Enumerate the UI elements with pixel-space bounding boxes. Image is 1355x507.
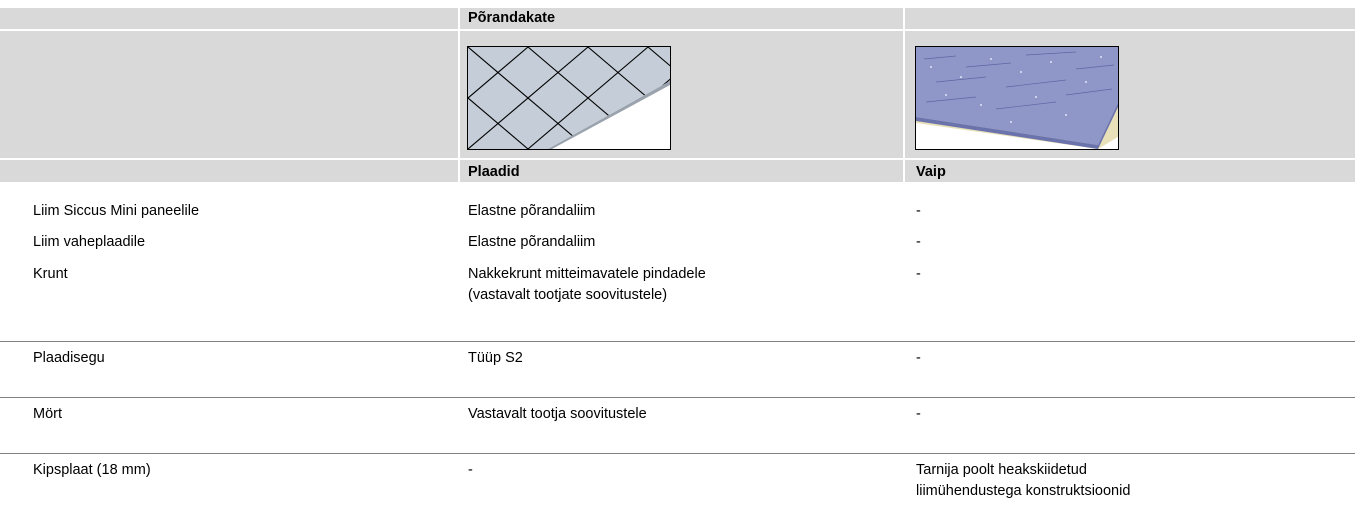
- header-column-row: Plaadid Vaip: [0, 160, 1355, 182]
- carpet-floor-illustration: [916, 47, 1118, 149]
- row-label: Liim vaheplaadile: [33, 234, 146, 250]
- row-label: Kipsplaat (18 mm): [33, 462, 151, 478]
- tiles-value: Vastavalt tootja soovitustele: [468, 406, 647, 422]
- row-divider: [0, 341, 1355, 342]
- table-row: Krunt Nakkekrunt mitteimavatele pindadel…: [0, 265, 1355, 325]
- row-label: Mört: [33, 406, 62, 422]
- header-empty-cell: [0, 8, 458, 29]
- carpet-value: -: [916, 350, 921, 366]
- column-header-tiles: Plaadid: [460, 160, 903, 182]
- table-row: Liim Siccus Mini paneelile Elastne põran…: [0, 202, 1355, 226]
- row-divider: [0, 453, 1355, 454]
- carpet-value: -: [916, 266, 921, 282]
- table-row: Plaadisegu Tüüp S2 -: [0, 349, 1355, 389]
- header-group-label: Põrandakate: [460, 8, 903, 29]
- tiles-value-line: Nakkekrunt mitteimavatele pindadele: [468, 266, 706, 282]
- tiles-value: Elastne põrandaliim: [468, 234, 596, 250]
- header-empty-cell-2: [905, 8, 1355, 29]
- row-label: Plaadisegu: [33, 350, 105, 366]
- carpet-value: -: [916, 203, 921, 219]
- table-row: Kipsplaat (18 mm) - Tarnija poolt heaksk…: [0, 461, 1355, 505]
- carpet-value-line: liimühendustega konstruktsioonid: [916, 483, 1131, 499]
- tiles-value: Elastne põrandaliim: [468, 203, 596, 219]
- row-label: Krunt: [33, 266, 68, 282]
- table-row: Liim vaheplaadile Elastne põrandaliim -: [0, 233, 1355, 257]
- tiles-floor-image: [467, 46, 671, 150]
- carpet-value-line: Tarnija poolt heakskiidetud: [916, 462, 1087, 478]
- header-image-row: [0, 31, 1355, 158]
- carpet-value: Tarnija poolt heakskiidetud liimühendust…: [905, 461, 1355, 500]
- carpet-floor-image: [915, 46, 1119, 150]
- carpet-value: -: [916, 406, 921, 422]
- header-group-row: Põrandakate: [0, 8, 1355, 29]
- tiles-value-line: (vastavalt tootjate soovitustele): [468, 287, 668, 303]
- header-empty-cell-3: [0, 31, 458, 158]
- row-divider: [0, 397, 1355, 398]
- column-header-carpet: Vaip: [905, 160, 1355, 182]
- tiles-value: -: [468, 462, 473, 478]
- tiles-floor-illustration: [468, 47, 670, 149]
- tiles-value: Nakkekrunt mitteimavatele pindadele (vas…: [460, 265, 903, 304]
- tiles-image-cell: [460, 31, 903, 158]
- table-row: Mört Vastavalt tootja soovitustele -: [0, 405, 1355, 445]
- tiles-value: Tüüp S2: [468, 350, 523, 366]
- carpet-value: -: [916, 234, 921, 250]
- header-empty-cell-4: [0, 160, 458, 182]
- row-label: Liim Siccus Mini paneelile: [33, 203, 200, 219]
- carpet-image-cell: [905, 31, 1355, 158]
